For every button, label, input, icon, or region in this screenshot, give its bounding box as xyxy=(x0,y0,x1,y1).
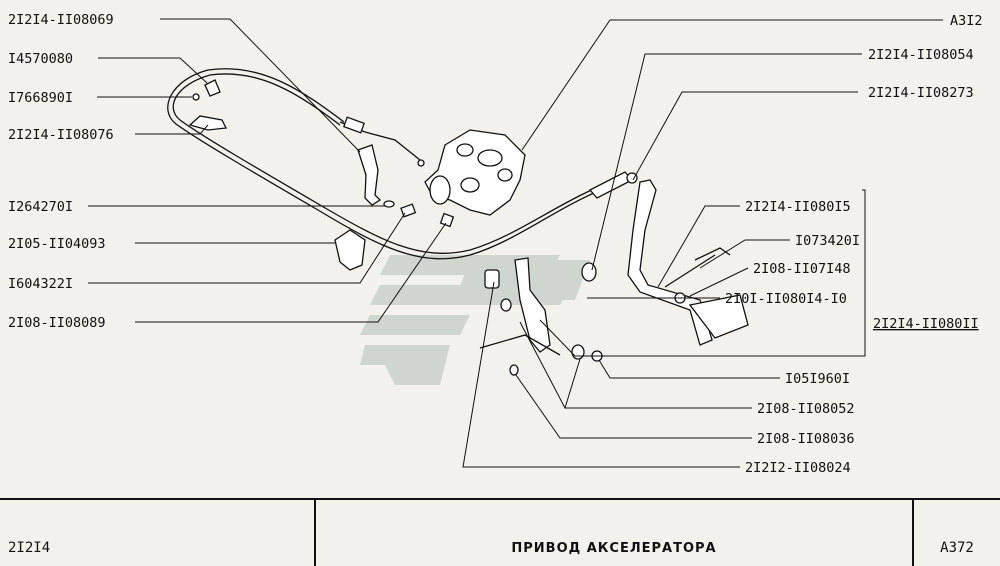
label-part-2: I4570080 xyxy=(8,51,73,67)
label-part-r8: 2I2I4-II080II xyxy=(873,316,979,332)
exploded-parts-diagram: 2I2I4-II08069 I4570080 I766890I 2I2I4-II… xyxy=(8,12,983,476)
title-block: 2I2I4 ПРИВОД АКСЕЛЕРАТОРА А372 xyxy=(0,498,1000,566)
label-part-r1: А3I2 xyxy=(950,13,983,29)
label-part-r9: I05I960I xyxy=(785,371,850,387)
cable-bracket xyxy=(357,144,382,206)
label-part-5: I264270I xyxy=(8,199,73,215)
label-part-4: 2I2I4-II08076 xyxy=(8,127,114,143)
label-part-r12: 2I2I2-II08024 xyxy=(745,460,851,476)
label-part-1: 2I2I4-II08069 xyxy=(8,12,114,28)
label-part-8: 2I08-II08089 xyxy=(8,315,106,331)
label-part-6: 2I05-II04093 xyxy=(8,236,106,252)
label-part-r3: 2I2I4-II08273 xyxy=(868,85,974,101)
sheet-title: ПРИВОД АКСЕЛЕРАТОРА xyxy=(316,500,914,566)
label-part-r5: I073420I xyxy=(795,233,860,249)
label-part-r2: 2I2I4-II08054 xyxy=(868,47,974,63)
watermark-logo xyxy=(360,255,590,385)
leader-lines xyxy=(88,18,943,468)
label-part-3: I766890I xyxy=(8,90,73,106)
clip-parts xyxy=(188,79,455,271)
label-part-r7: 2I0I-II080I4-I0 xyxy=(725,291,847,307)
carburetor xyxy=(424,129,526,216)
label-part-r6: 2I08-II07I48 xyxy=(753,261,851,277)
page-code: А372 xyxy=(940,540,974,556)
accelerator-cable xyxy=(172,73,621,254)
label-part-r4: 2I2I4-II080I5 xyxy=(745,199,851,215)
label-part-r11: 2I08-II08036 xyxy=(757,431,855,447)
model-code: 2I2I4 xyxy=(0,500,316,566)
pedal-lever xyxy=(627,179,749,346)
label-part-7: I604322I xyxy=(8,276,73,292)
label-part-r10: 2I08-II08052 xyxy=(757,401,855,417)
